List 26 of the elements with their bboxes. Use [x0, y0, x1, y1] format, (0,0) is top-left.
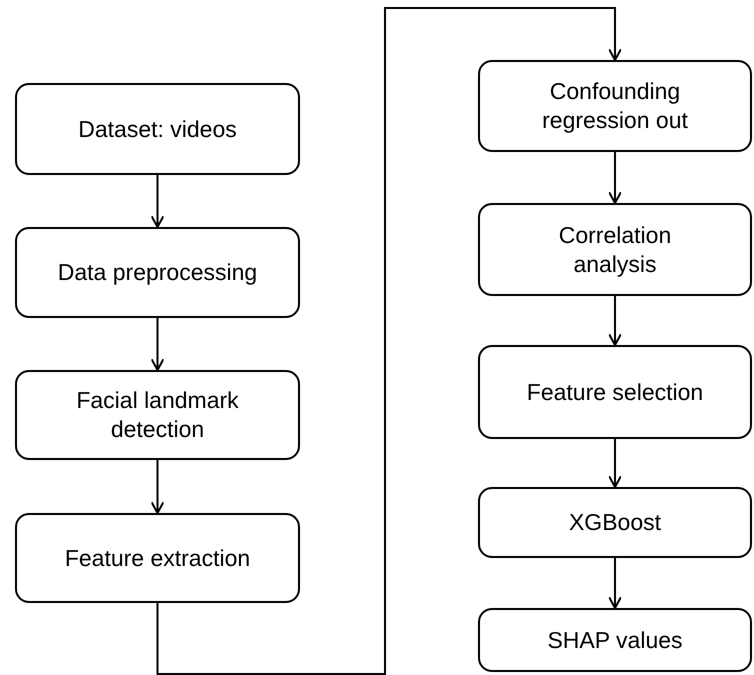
arrow [608, 296, 622, 346]
process-box [478, 487, 752, 558]
process-box [478, 608, 752, 672]
process-box [478, 345, 752, 439]
step-label: Facial landmark detection [75, 386, 240, 444]
arrow [150, 318, 164, 371]
step-label: XGBoost [568, 508, 662, 537]
step-label: SHAP values [547, 626, 683, 654]
step-label: Dataset: videos [78, 114, 237, 144]
step-label: Feature extraction [64, 544, 250, 572]
step-label: Confounding regression out [541, 77, 689, 135]
process-box [15, 83, 300, 175]
step-label: Correlation analysis [558, 220, 672, 278]
arrow [608, 558, 622, 609]
process-box [478, 60, 752, 152]
step-label: Data preprocessing [58, 258, 258, 287]
arrow [156, 7, 622, 675]
process-box [15, 370, 300, 460]
process-box [15, 227, 300, 318]
arrow [150, 460, 164, 514]
step-label: Feature selection [526, 378, 704, 406]
arrow [150, 175, 164, 228]
process-box [478, 203, 752, 296]
arrow [608, 152, 622, 204]
process-box [15, 513, 300, 603]
arrow [608, 439, 622, 488]
